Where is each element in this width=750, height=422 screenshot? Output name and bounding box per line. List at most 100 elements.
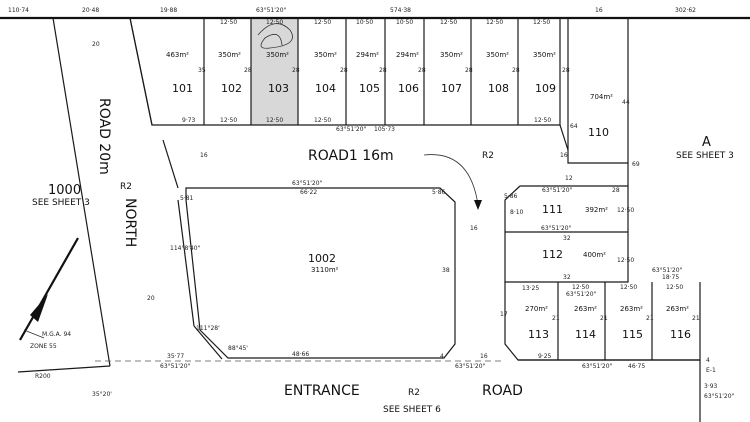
lot-101-area: 463m² [166,51,189,59]
lot-1002-area: 3110m² [311,266,339,274]
svg-text:28: 28 [418,67,426,74]
svg-text:69: 69 [632,161,640,168]
lot-105-num: 105 [359,82,380,95]
svg-text:28: 28 [292,67,300,74]
svg-text:3·93: 3·93 [704,383,718,390]
svg-text:111°28': 111°28' [196,325,220,332]
svg-text:28: 28 [512,67,520,74]
svg-text:12·50: 12·50 [620,284,637,291]
svg-text:9·73: 9·73 [182,117,196,124]
svg-text:5·86: 5·86 [432,189,446,196]
svg-text:16: 16 [200,152,208,159]
svg-text:114°8'40": 114°8'40" [170,245,201,252]
svg-text:12·50: 12·50 [440,19,457,26]
lot-115-num: 115 [622,328,643,341]
svg-text:35°20': 35°20' [92,391,112,398]
lot-116-num: 116 [670,328,691,341]
lot-103-num: 103 [268,82,289,95]
svg-text:16: 16 [470,225,478,232]
lot-105-area: 294m² [356,51,379,59]
svg-text:12·50: 12·50 [220,19,237,26]
svg-text:20: 20 [92,41,100,48]
svg-text:4: 4 [706,357,710,364]
svg-text:12·50: 12·50 [314,117,331,124]
lot-110-num: 110 [588,126,609,139]
svg-text:35·77: 35·77 [167,353,184,360]
dim-top-right-1: 16 [595,7,603,14]
svg-text:12·50: 12·50 [220,117,237,124]
ref-see-sheet-3: SEE SHEET 3 [676,151,734,161]
lot-102-area: 350m² [218,51,241,59]
lot-104-num: 104 [315,82,336,95]
svg-text:12·50: 12·50 [533,19,550,26]
road-label: ROAD [482,383,523,399]
svg-text:18·75: 18·75 [662,274,679,281]
lot-110-side [559,124,569,151]
svg-text:63°51'20": 63°51'20" [292,180,323,187]
svg-text:63°51'20": 63°51'20" [160,363,191,370]
svg-text:28: 28 [612,187,620,194]
lot-116-area: 263m² [666,305,689,313]
lot-110-area: 704m² [590,93,613,101]
svg-text:12·50: 12·50 [314,19,331,26]
svg-text:9·25: 9·25 [538,353,552,360]
lot-dividers-bottom [557,282,653,360]
lot-101-num: 101 [172,82,193,95]
dim-top-left-1: 110·74 [8,7,29,14]
svg-text:88°45': 88°45' [228,345,248,352]
lot-108-area: 350m² [486,51,509,59]
svg-text:4: 4 [440,353,444,360]
svg-text:21: 21 [600,315,608,322]
road-north-east-edge-lower [177,199,195,327]
ref-a: A [702,135,711,150]
road-north-east-edge-corner [193,325,223,360]
lot-106-num: 106 [398,82,419,95]
svg-text:ZONE 55: ZONE 55 [30,343,57,350]
dim-top-left-2: 20·48 [82,7,99,14]
road1-label: ROAD1 16m [308,148,394,164]
lot-103-area: 350m² [266,51,289,59]
lot-109-area: 350m² [533,51,556,59]
svg-text:5·86: 5·86 [504,193,518,200]
road-north-east-edge-mid [162,139,179,189]
svg-text:64: 64 [570,123,578,130]
lot-111-area: 392m² [585,206,608,214]
svg-text:12·50: 12·50 [266,117,283,124]
svg-text:35: 35 [198,67,206,74]
svg-text:63°51'20": 63°51'20" [541,225,572,232]
svg-text:63°51'20": 63°51'20" [704,393,735,400]
svg-text:21: 21 [692,315,700,322]
dim-top-right-2: 302·62 [675,7,696,14]
labels: 110·74 20·48 19·88 63°51'20" 574·38 16 3… [8,7,735,415]
svg-text:12·50: 12·50 [617,257,634,264]
svg-text:63°51'20": 63°51'20" [566,291,597,298]
road1-r2: R2 [482,151,494,161]
svg-text:12·50: 12·50 [486,19,503,26]
svg-text:16: 16 [560,152,568,159]
road-north-r2: R2 [120,182,132,192]
top-bearing: 63°51'20" [256,7,287,14]
svg-text:12: 12 [565,175,573,182]
svg-text:32: 32 [563,274,571,281]
svg-text:5·81: 5·81 [180,195,194,202]
lot-113-num: 113 [528,328,549,341]
lot-115-area: 263m² [620,305,643,313]
svg-text:48·66: 48·66 [292,351,309,358]
svg-text:28: 28 [340,67,348,74]
lot-1002-outline [185,187,456,359]
svg-text:63°51'20": 63°51'20" [455,363,486,370]
lot-109-num: 109 [535,82,556,95]
svg-text:44: 44 [622,99,630,106]
lot-112-num: 112 [542,248,563,261]
road-north-west-edge [52,17,111,367]
svg-text:28: 28 [562,67,570,74]
lot-103-highlight [251,18,298,125]
lot-1002-num: 1002 [308,252,336,265]
lot-114-num: 114 [575,328,596,341]
svg-text:46·75: 46·75 [628,363,645,370]
svg-text:8·10: 8·10 [510,209,524,216]
lot-113-area: 270m² [525,305,548,313]
scribble-mark [257,23,293,49]
lot-1000-num: 1000 [48,183,81,198]
svg-text:63°51'20": 63°51'20" [582,363,613,370]
